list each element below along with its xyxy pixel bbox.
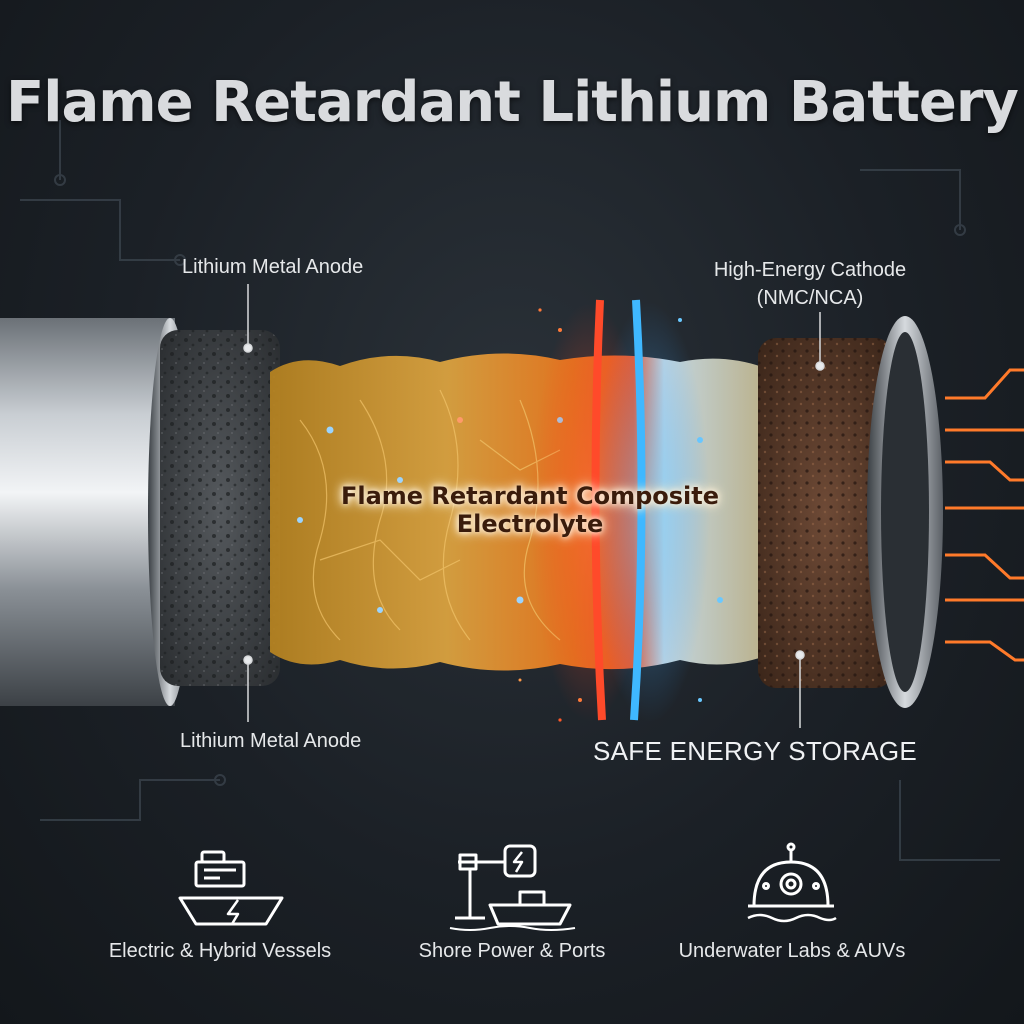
electrolyte-label-line1: Flame Retardant Composite xyxy=(340,482,720,510)
page-title: Flame Retardant Lithium Battery xyxy=(6,70,1019,135)
cathode-label: High-Energy Cathode (NMC/NCA) xyxy=(690,256,930,312)
application-underwater: Underwater Labs & AUVs xyxy=(678,940,906,962)
electrolyte-label: Flame Retardant Composite Electrolyte xyxy=(330,482,730,538)
fiber-strands xyxy=(299,389,561,641)
anode-label-bottom: Lithium Metal Anode xyxy=(180,730,362,752)
leader-lines xyxy=(243,284,825,728)
application-shore-power: Shore Power & Ports xyxy=(418,940,606,962)
application-vessels: Electric & Hybrid Vessels xyxy=(108,940,332,962)
cold-barrier xyxy=(630,299,646,721)
safe-storage-label: SAFE ENERGY STORAGE xyxy=(593,736,918,766)
anode-label-top: Lithium Metal Anode xyxy=(182,256,364,278)
port-crane-icon xyxy=(449,844,576,931)
hot-barrier xyxy=(591,299,606,721)
submersible-icon xyxy=(747,842,837,923)
ion-particles xyxy=(297,417,723,613)
cathode-label-line1: High-Energy Cathode xyxy=(713,259,907,281)
circuit-traces xyxy=(20,120,1000,861)
orange-circuit-lines xyxy=(945,368,1024,662)
left-casing xyxy=(0,318,175,706)
electrolyte-label-line2: Electrolyte xyxy=(456,510,604,538)
sparks xyxy=(518,308,702,722)
ship-bolt-icon xyxy=(178,850,284,926)
cathode-label-line2: (NMC/NCA) xyxy=(756,287,864,309)
